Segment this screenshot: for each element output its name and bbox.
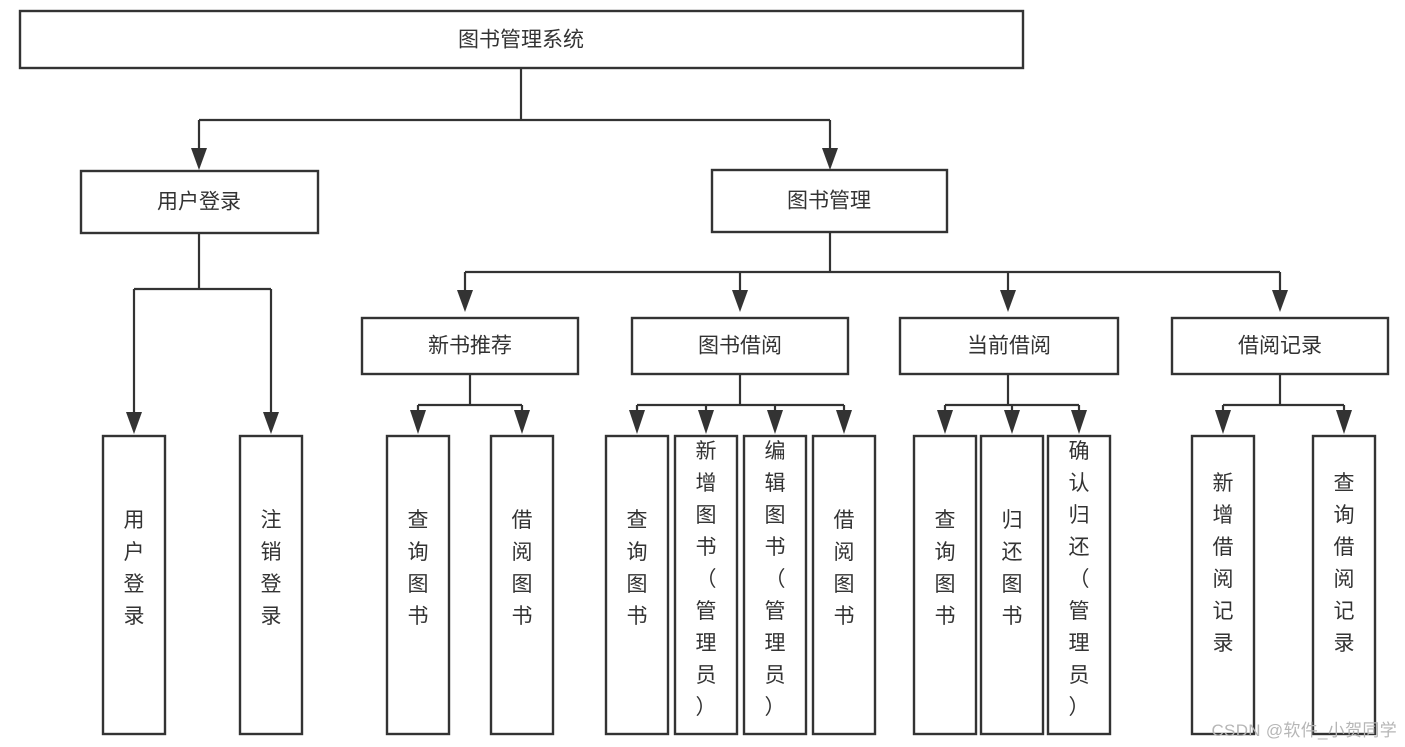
node-leaf-add-record-box[interactable] [1190,434,1256,736]
arrow-head-leaf-borrow-book-1 [514,410,530,434]
node-leaf-query-book-1-label: 查询图书 [408,509,429,628]
arrow-head-book-manage [822,148,838,170]
node-book-borrow-label: 图书借阅 [698,335,782,358]
arrow-head-new-book-recommend [457,290,473,312]
connector-group-current-borrow [937,374,1087,434]
node-borrow-record-box[interactable] [1170,316,1390,376]
arrow-head-leaf-borrow-book-2 [836,410,852,434]
node-leaf-borrow-book-2-box[interactable] [811,434,877,736]
node-leaf-borrow-book-2[interactable]: 借阅图书 [811,434,877,736]
csdn-watermark: CSDN @软件_小贺同学 [1211,721,1397,740]
node-leaf-user-login-box[interactable] [101,434,167,736]
node-user-login[interactable]: 用户登录 [79,169,320,235]
arrow-head-leaf-query-book-1 [410,410,426,434]
node-current-borrow-box[interactable] [898,316,1120,376]
arrow-head-leaf-user-logout [263,412,279,434]
node-book-manage[interactable]: 图书管理 [710,168,949,234]
arrow-head-user-login [191,148,207,170]
node-leaf-query-book-3[interactable]: 查询图书 [912,434,978,736]
node-leaf-confirm-return-box[interactable] [1046,434,1112,736]
node-leaf-query-book-3-label: 查询图书 [935,509,956,628]
connector-group-book-manage [457,232,1288,312]
arrow-head-leaf-return-book [1004,410,1020,434]
node-current-borrow[interactable]: 当前借阅 [898,316,1120,376]
arrow-head-book-borrow [732,290,748,312]
node-leaf-borrow-book-1[interactable]: 借阅图书 [489,434,555,736]
node-leaf-query-record[interactable]: 查询借阅记录 [1311,434,1377,736]
node-leaf-query-book-1-box[interactable] [385,434,451,736]
node-user-login-box[interactable] [79,169,320,235]
node-root-box[interactable] [18,9,1025,70]
node-leaf-add-book-label: 新增图书（管理员） [696,440,717,719]
connector-group-user-login [126,233,279,434]
node-leaf-add-record[interactable]: 新增借阅记录 [1190,434,1256,736]
node-book-borrow-box[interactable] [630,316,850,376]
arrow-head-leaf-add-book [698,410,714,434]
arrow-head-leaf-add-record [1215,410,1231,434]
arrow-head-leaf-query-book-2 [629,410,645,434]
arrow-head-leaf-edit-book [767,410,783,434]
node-leaf-user-logout-label: 注销登录 [261,509,282,628]
node-leaf-add-record-label: 新增借阅记录 [1213,472,1234,655]
node-leaf-user-login[interactable]: 用户登录 [101,434,167,736]
node-leaf-edit-book[interactable]: 编辑图书（管理员） [742,434,808,736]
node-root[interactable]: 图书管理系统 [18,9,1025,70]
node-book-manage-box[interactable] [710,168,949,234]
node-leaf-confirm-return-label: 确认归还（管理员） [1069,440,1090,719]
arrow-head-leaf-confirm-return [1071,410,1087,434]
node-leaf-query-record-box[interactable] [1311,434,1377,736]
arrow-head-leaf-query-book-3 [937,410,953,434]
connector-group-root [191,68,838,170]
connector-group-book-borrow [629,374,852,434]
node-leaf-query-book-2[interactable]: 查询图书 [604,434,670,736]
node-leaf-borrow-book-2-label: 借阅图书 [834,509,855,628]
node-leaf-add-book-box[interactable] [673,434,739,736]
node-new-book-recommend-box[interactable] [360,316,580,376]
connector-group-borrow-record [1215,374,1352,434]
node-leaf-query-book-1[interactable]: 查询图书 [385,434,451,736]
arrow-head-borrow-record [1272,290,1288,312]
connector-group-new-book-recommend [410,374,530,434]
node-leaf-confirm-return[interactable]: 确认归还（管理员） [1046,434,1112,736]
node-borrow-record[interactable]: 借阅记录 [1170,316,1390,376]
node-book-borrow[interactable]: 图书借阅 [630,316,850,376]
node-leaf-borrow-book-1-box[interactable] [489,434,555,736]
node-new-book-recommend-label: 新书推荐 [428,335,512,358]
node-leaf-borrow-book-1-label: 借阅图书 [512,509,533,628]
node-leaf-edit-book-box[interactable] [742,434,808,736]
node-leaf-return-book[interactable]: 归还图书 [979,434,1045,736]
node-leaf-add-book[interactable]: 新增图书（管理员） [673,434,739,736]
node-current-borrow-label: 当前借阅 [967,335,1051,358]
node-leaf-return-book-label: 归还图书 [1002,509,1023,628]
node-root-label: 图书管理系统 [458,29,584,52]
node-leaf-query-book-2-label: 查询图书 [627,509,648,628]
node-leaf-query-book-3-box[interactable] [912,434,978,736]
node-borrow-record-label: 借阅记录 [1238,335,1322,358]
node-leaf-user-logout-box[interactable] [238,434,304,736]
node-leaf-query-record-label: 查询借阅记录 [1334,472,1355,655]
node-leaf-edit-book-label: 编辑图书（管理员） [765,440,786,719]
node-leaf-user-login-label: 用户登录 [124,509,145,628]
node-user-login-label: 用户登录 [157,191,241,214]
node-leaf-return-book-box[interactable] [979,434,1045,736]
arrow-head-leaf-query-record [1336,410,1352,434]
arrow-head-leaf-user-login [126,412,142,434]
node-new-book-recommend[interactable]: 新书推荐 [360,316,580,376]
node-leaf-query-book-2-box[interactable] [604,434,670,736]
node-leaf-user-logout[interactable]: 注销登录 [238,434,304,736]
node-book-manage-label: 图书管理 [787,190,871,213]
arrow-head-current-borrow [1000,290,1016,312]
